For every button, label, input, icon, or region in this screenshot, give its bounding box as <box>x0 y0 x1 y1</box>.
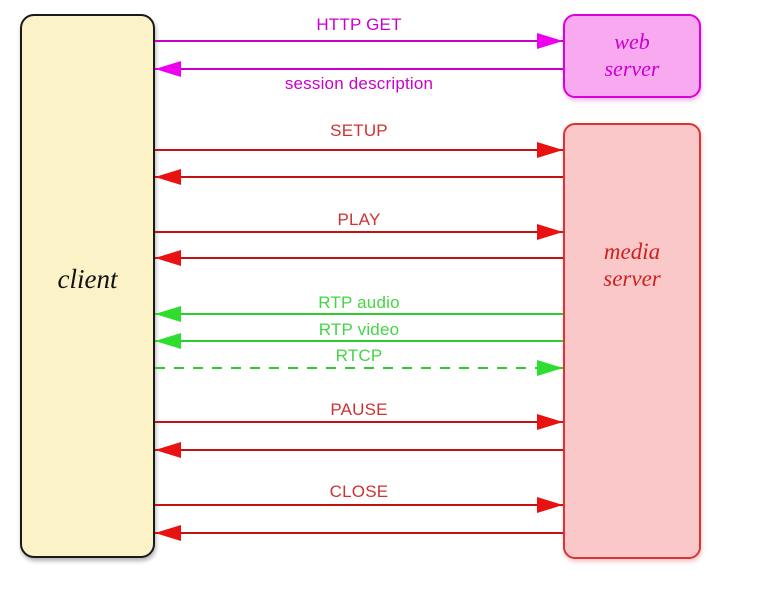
message-session-description-line <box>155 68 563 70</box>
message-http-get-arrowhead-icon <box>537 33 563 49</box>
message-setup-label: SETUP <box>330 121 388 140</box>
message-rtcp-arrowhead-icon <box>537 360 563 376</box>
web-server-label: web server <box>604 29 660 81</box>
message-rtp-video-arrowhead-icon <box>155 333 181 349</box>
message-play-line <box>155 231 563 233</box>
message-rtp-audio-label: RTP audio <box>318 293 400 312</box>
message-play-reply-line <box>155 257 563 259</box>
message-rtp-video-label: RTP video <box>318 320 400 339</box>
message-setup-reply-arrowhead-icon <box>155 169 181 185</box>
client-label: client <box>57 264 118 294</box>
message-close-reply-line <box>155 532 563 534</box>
message-setup-line <box>155 149 563 151</box>
message-pause-reply-arrowhead-icon <box>155 442 181 458</box>
message-play-label: PLAY <box>337 210 381 229</box>
message-session-description-arrowhead-icon <box>155 61 181 77</box>
message-setup-reply-line <box>155 176 563 178</box>
client-node: client <box>20 14 155 558</box>
message-setup-arrowhead-icon <box>537 142 563 158</box>
media-server-label: media server <box>603 239 661 291</box>
message-rtp-audio-line <box>155 313 563 315</box>
message-http-get-line <box>155 40 563 42</box>
message-session-description-label: session description <box>284 74 434 93</box>
message-rtcp-label: RTCP <box>335 346 383 365</box>
message-play-arrowhead-icon <box>537 224 563 240</box>
message-close-label: CLOSE <box>329 482 389 501</box>
message-pause-line <box>155 421 563 423</box>
message-pause-arrowhead-icon <box>537 414 563 430</box>
message-http-get-label: HTTP GET <box>316 15 402 34</box>
media-server-node: media server <box>563 123 701 559</box>
message-play-reply-arrowhead-icon <box>155 250 181 266</box>
message-pause-label: PAUSE <box>330 400 388 419</box>
web-server-node: web server <box>563 14 701 98</box>
message-rtp-video-line <box>155 340 563 342</box>
message-close-line <box>155 504 563 506</box>
message-close-reply-arrowhead-icon <box>155 525 181 541</box>
message-rtp-audio-arrowhead-icon <box>155 306 181 322</box>
message-close-arrowhead-icon <box>537 497 563 513</box>
message-pause-reply-line <box>155 449 563 451</box>
message-rtcp-line <box>155 367 563 369</box>
